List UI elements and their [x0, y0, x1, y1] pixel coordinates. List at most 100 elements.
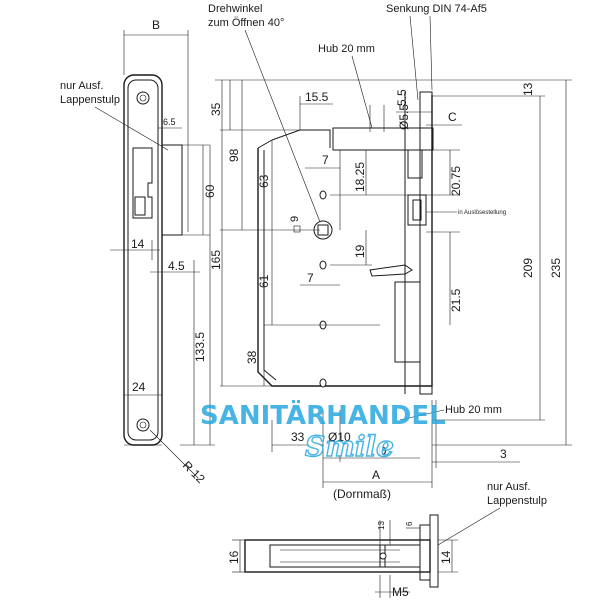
dim-20-75-text: 20.75 [449, 166, 463, 196]
latch-cutout [132, 147, 153, 219]
latch-bolt [407, 149, 423, 179]
dim-165-text: 165 [209, 250, 223, 270]
dimension-20-75: 20.75 [426, 149, 463, 196]
callout-drehwinkel: Drehwinkel zum Öffnen 40° [208, 3, 321, 223]
dimension-7-mid: 7 [300, 271, 340, 286]
dim-o5-5-text: Ø5.5 [397, 104, 411, 130]
watermark-line2: Smile [305, 430, 394, 463]
dimension-165: 165 [180, 145, 223, 446]
dim-98-text: 98 [227, 148, 241, 162]
side-view-lappenstulp [429, 514, 439, 588]
lock-case [257, 91, 434, 395]
dimension-7-top: 7 [305, 153, 340, 169]
dornmass-label: (Dornmaß) [333, 487, 391, 501]
callout-hub-top: Hub 20 mm [318, 43, 385, 132]
drehwinkel-line2: zum Öffnen 40° [208, 17, 284, 29]
dim-7-mid-text: 7 [307, 271, 314, 285]
dimension-14-left: 14 [110, 237, 160, 260]
dim-33-text: 33 [291, 430, 305, 444]
dim-o10-text: Ø10 [328, 430, 351, 444]
dimension-24: 24 [124, 380, 162, 396]
faceplate-top-screw-hole [136, 91, 150, 105]
dim-16-text: 16 [227, 550, 241, 564]
lappenstulp-tab [161, 144, 183, 236]
dim-15-5-text: 15.5 [305, 90, 329, 104]
side-view-m5-hole [379, 552, 387, 560]
dim-13-small-text: 13 [377, 521, 386, 530]
c-dim-label: C [448, 110, 457, 124]
dead-bolt-inner [412, 199, 422, 221]
dim-6-5-text: 6.5 [163, 117, 176, 127]
dimension-98: 98 [220, 80, 320, 231]
dimension-15-5: 15.5 [299, 90, 333, 130]
dimension-o10: Ø10 [322, 410, 351, 462]
dim-21-5-text: 21.5 [449, 288, 463, 312]
dim-14-left-text: 14 [131, 237, 145, 251]
lappenstulp-right-line2: Lappenstulp [487, 495, 547, 507]
case-top-bend [271, 129, 331, 148]
latch-top-slot [332, 127, 434, 151]
dimension-16: 16 [227, 539, 248, 573]
dim-235-text: 235 [549, 258, 563, 278]
dim-13-top-text: 13 [521, 82, 535, 96]
dimension-b: B [123, 18, 189, 232]
dim-9-text: 9 [289, 216, 301, 222]
dim-14-bottom-text: 14 [439, 550, 453, 564]
dimension-235: 235 [432, 79, 572, 446]
case-front-edge [419, 91, 433, 395]
faceplate-inner-outline [127, 79, 159, 441]
hub-top-text: Hub 20 mm [318, 43, 375, 55]
r12-text: R 12 [180, 458, 208, 486]
faceplate-top-screw-inner [139, 94, 147, 102]
dim-4-5-text: 4.5 [168, 259, 185, 273]
callout-lappenstulp-right: nur Ausf. Lappenstulp [437, 481, 547, 546]
dimension-5-5: 5.5 Ø5.5 [395, 89, 432, 130]
dimension-19: 19 [330, 230, 372, 266]
dimension-r12: R 12 [149, 429, 208, 486]
dimension-33: 33 [271, 420, 323, 452]
dimension-a: A (Dornmaß) [322, 400, 433, 501]
dim-38-text: 38 [245, 350, 259, 364]
dimension-13-top: 13 [432, 79, 545, 97]
case-outline [257, 95, 433, 387]
dimension-d: D [323, 444, 420, 459]
hub-bottom-text: Hub 20 mm [445, 404, 502, 416]
lappenstulp-left-line1: nur Ausf. [60, 80, 103, 92]
dim-61-text: 61 [257, 274, 271, 288]
lappenstulp-right-line1: nur Ausf. [487, 481, 530, 493]
dim-19-text: 19 [353, 244, 367, 258]
dimension-4-5: 4.5 [150, 259, 200, 273]
dim-63-text: 63 [257, 174, 271, 188]
callout-lappenstulp-left: nur Ausf. Lappenstulp [60, 80, 169, 151]
dimension-18-25: 18.25 [330, 150, 420, 196]
dim-6-small-text: 6 [405, 521, 414, 526]
dimension-6-5: 6.5 [158, 117, 182, 129]
dim-35-text: 35 [209, 102, 223, 116]
lappenstulp-left-line2: Lappenstulp [60, 94, 120, 106]
b-dim-label: B [152, 18, 160, 32]
faceplate-bottom-screw-hole [136, 418, 150, 432]
side-view [244, 514, 439, 598]
senkung-text: Senkung DIN 74-Af5 [386, 3, 487, 15]
dimension-14-bottom: 14 [438, 539, 458, 573]
drehwinkel-line1: Drehwinkel [208, 3, 262, 15]
dimension-209: 209 [432, 96, 545, 421]
case-hole-1 [319, 190, 327, 200]
side-view-inner [269, 544, 421, 568]
m5-label: M5 [392, 585, 409, 599]
key-lever [369, 264, 413, 277]
lower-bolt-block [394, 281, 421, 363]
a-dim-label: A [372, 468, 380, 482]
dimension-61: 61 [257, 230, 273, 325]
faceplate [123, 74, 183, 446]
case-hole-4 [319, 378, 327, 388]
dimension-35: 35 [209, 80, 300, 131]
dimension-60: 60 [182, 144, 217, 236]
watermark: SANITÄRHANDEL Smile [200, 399, 446, 464]
watermark-line1: SANITÄRHANDEL [200, 399, 446, 431]
in-ausloese-label: in Auslösestellung [458, 210, 506, 216]
dim-7-top-text: 7 [322, 153, 329, 167]
dimension-c: C [426, 110, 462, 126]
